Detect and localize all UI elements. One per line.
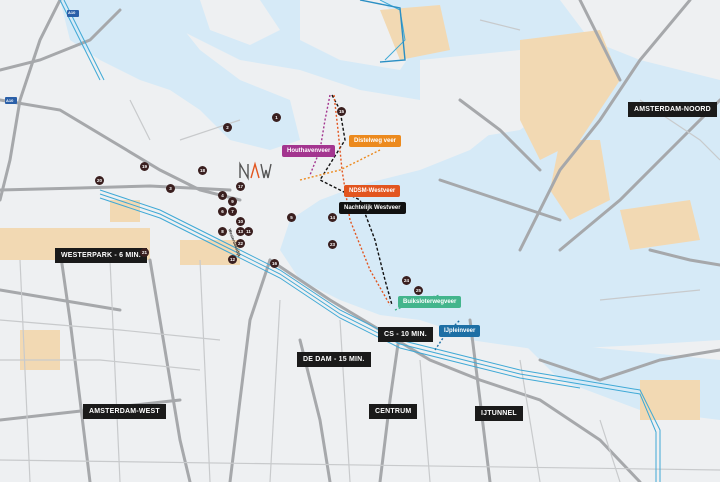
ferry-tag-ijpleinveer[interactable]: IJpleinveer xyxy=(439,325,481,337)
ferry-tag-nachtelijk-westveer[interactable]: Nachtelijk Westveer xyxy=(339,202,406,214)
poi-marker[interactable]: 14 xyxy=(328,213,337,222)
poi-marker[interactable]: 7 xyxy=(228,207,237,216)
poi-marker[interactable]: 8 xyxy=(218,227,227,236)
poi-marker[interactable]: 24 xyxy=(402,276,411,285)
poi-marker[interactable]: 12 xyxy=(228,255,237,264)
label-de-dam: DE DAM - 15 MIN. xyxy=(297,352,371,367)
ferry-tag-ndsm-westveer[interactable]: NDSM-Westveer xyxy=(344,185,401,197)
poi-marker[interactable]: 6 xyxy=(218,207,227,216)
poi-marker[interactable]: 19 xyxy=(140,162,149,171)
poi-marker[interactable]: 15 xyxy=(337,107,346,116)
houthaven-water xyxy=(60,0,300,150)
poi-marker[interactable]: 21 xyxy=(140,248,149,257)
poi-marker[interactable]: 16 xyxy=(270,259,279,268)
route-houthavenveer xyxy=(309,94,331,176)
ferry-tag-houthavenveer[interactable]: Houthavenveer xyxy=(282,145,336,157)
minor-streets xyxy=(0,19,720,482)
road-sign-a10-west: A10 xyxy=(6,98,14,103)
poi-marker[interactable]: 1 xyxy=(272,113,281,122)
label-cs: CS - 10 MIN. xyxy=(378,327,433,342)
label-amsterdam-west: AMSTERDAM-WEST xyxy=(83,404,166,419)
railway xyxy=(59,0,661,482)
poi-marker[interactable]: 23 xyxy=(328,240,337,249)
poi-marker[interactable]: 17 xyxy=(236,182,245,191)
poi-marker[interactable]: 11 xyxy=(244,227,253,236)
ferry-tag-buiksloterwegveer[interactable]: Buiksloterwegveer xyxy=(398,296,462,308)
poi-marker[interactable]: 9 xyxy=(228,197,237,206)
label-amsterdam-noord: AMSTERDAM-NOORD xyxy=(628,102,717,117)
ferry-tag-distelweg[interactable]: Distelweg veer xyxy=(349,135,402,147)
poi-marker[interactable]: 13 xyxy=(236,227,245,236)
poi-marker[interactable]: 25 xyxy=(414,286,423,295)
teal-path xyxy=(359,0,406,63)
label-centrum: CENTRUM xyxy=(369,404,418,419)
poi-marker[interactable]: 20 xyxy=(95,176,104,185)
poi-marker[interactable]: 4 xyxy=(218,191,227,200)
label-ijtunnel: IJTUNNEL xyxy=(475,406,523,421)
poi-marker[interactable]: 22 xyxy=(236,239,245,248)
poi-marker[interactable]: 10 xyxy=(236,217,245,226)
poi-marker[interactable]: 3 xyxy=(166,184,175,193)
poi-marker[interactable]: 18 xyxy=(198,166,207,175)
east-harbour-water xyxy=(460,240,720,350)
label-westerpark: WESTERPARK - 6 MIN. xyxy=(55,248,147,263)
route-distelweg xyxy=(299,149,381,181)
poi-marker[interactable]: 2 xyxy=(223,123,232,132)
poi-marker[interactable]: 5 xyxy=(287,213,296,222)
road-sign-a10-north: A10 xyxy=(68,10,76,15)
naw-logo xyxy=(238,160,272,182)
